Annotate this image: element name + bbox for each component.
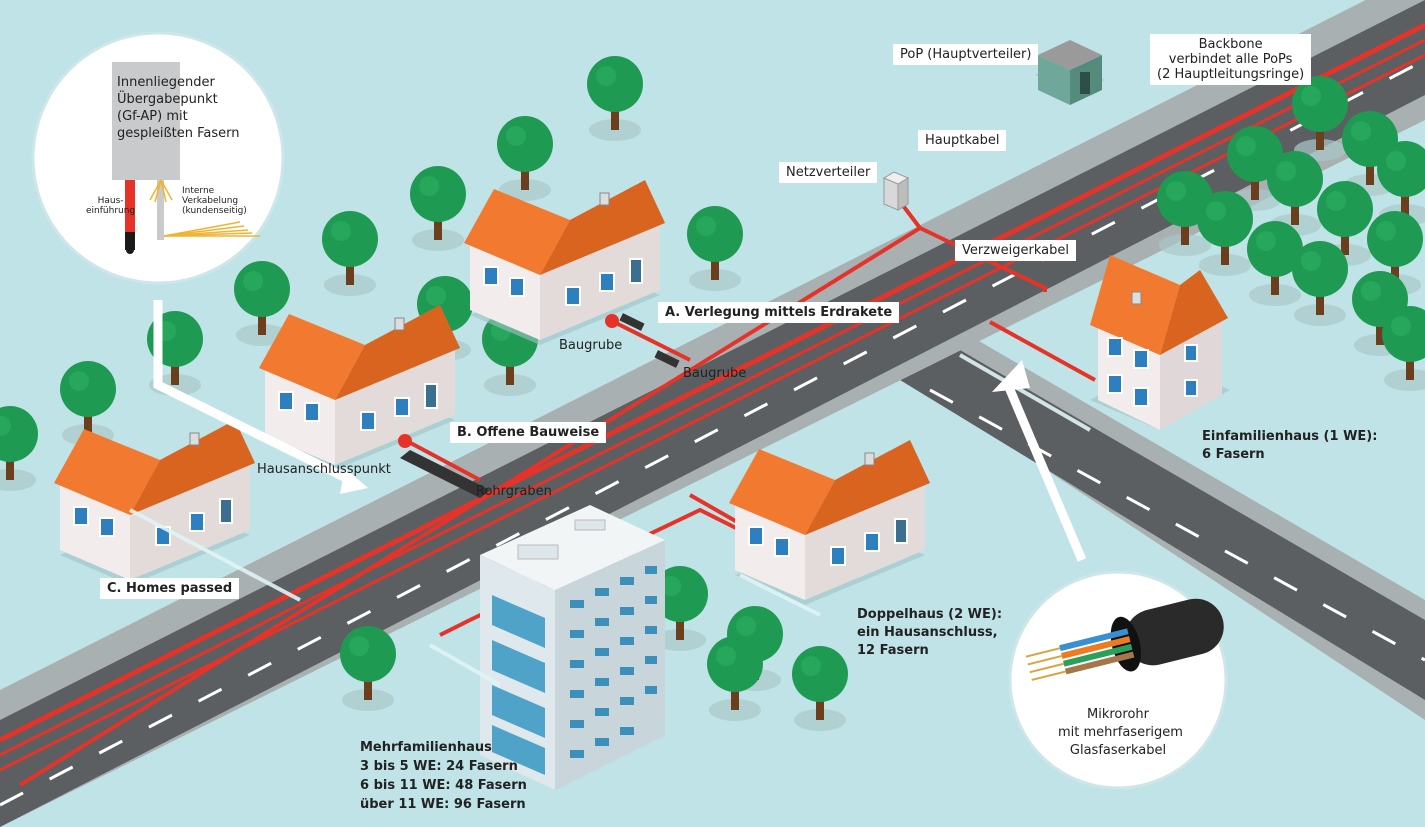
label-hauseinfuehrung-line1: Haus- <box>97 196 124 206</box>
label-uebergabepunkt-line2: Übergabepunkt <box>117 92 218 107</box>
label-rohrgraben: Rohrgraben <box>476 484 552 499</box>
detail-arrow-right <box>992 360 1087 562</box>
tree <box>322 211 378 296</box>
label-mehrfamilienhaus: Mehrfamilienhaus 3 bis 5 WE: 24 Fasern 6… <box>360 738 527 814</box>
label-interne-verkabelung-line2: Verkabelung <box>182 196 239 206</box>
cable-network <box>0 22 1425 787</box>
label-netzverteiler: Netzverteiler <box>779 162 878 183</box>
tree <box>340 626 396 711</box>
tree <box>707 636 763 721</box>
tree <box>1292 76 1348 161</box>
tree <box>1197 191 1253 276</box>
rohrgraben-trench <box>400 450 490 498</box>
mehrfamilienhaus-building <box>480 505 665 790</box>
label-uebergabepunkt-line4: gespleißten Fasern <box>117 126 240 141</box>
label-einfamilienhaus-line1: Einfamilienhaus (1 WE): <box>1202 429 1378 444</box>
label-mikrorohr-line3: Glasfaserkabel <box>1069 743 1167 758</box>
label-hauseinfuehrung: Haus- einführung <box>86 196 135 216</box>
baugrube-pit <box>654 350 680 368</box>
label-hauptkabel: Hauptkabel <box>918 130 1007 151</box>
label-backbone: Backbone verbindet alle PoPs (2 Hauptlei… <box>1150 34 1312 85</box>
label-einfamilienhaus-line2: 6 Fasern <box>1202 447 1265 462</box>
tree <box>0 406 38 491</box>
label-homes-passed: C. Homes passed <box>100 578 240 599</box>
tree <box>587 56 643 141</box>
label-einfamilienhaus: Einfamilienhaus (1 WE): 6 Fasern <box>1202 428 1377 464</box>
label-pop: PoP (Hauptverteiler) <box>893 44 1039 65</box>
connection-point-erdrakete <box>605 314 619 328</box>
tree <box>497 116 553 201</box>
baugrube-pit-2 <box>619 313 645 331</box>
label-offene-bauweise: B. Offene Bauweise <box>450 422 607 443</box>
label-mehrfamilienhaus-line1: Mehrfamilienhaus <box>360 740 492 755</box>
label-mikrorohr-line1: Mikrorohr <box>1087 707 1149 722</box>
netzverteiler-cabinet <box>882 171 910 211</box>
side-lane-markings <box>929 388 1425 662</box>
label-uebergabepunkt: Innenliegender Übergabepunkt (Gf-AP) mit… <box>117 74 240 142</box>
label-mehrfamilienhaus-line4: über 11 WE: 96 Fasern <box>360 797 526 812</box>
label-baugrube-1: Baugrube <box>559 338 623 353</box>
label-mehrfamilienhaus-line3: 6 bis 11 WE: 48 Fasern <box>360 778 527 793</box>
label-hauseinfuehrung-line2: einführung <box>86 206 136 216</box>
label-mikrorohr-line2: mit mehrfaserigem <box>1058 725 1183 740</box>
detail-circle-uebergabepunkt <box>31 31 285 285</box>
label-interne-verkabelung-line1: Interne <box>182 186 215 196</box>
label-baugrube-2: Baugrube <box>683 366 747 381</box>
label-doppelhaus: Doppelhaus (2 WE): ein Hausanschluss, 12… <box>857 606 1002 660</box>
label-backbone-line3: (2 Hauptleitungsringe) <box>1157 67 1305 82</box>
label-backbone-line2: verbindet alle PoPs <box>1168 52 1293 67</box>
tree <box>410 166 466 251</box>
label-hausanschlusspunkt: Hausanschlusspunkt <box>257 462 391 477</box>
tree <box>1382 306 1425 391</box>
label-interne-verkabelung: Interne Verkabelung (kundenseitig) <box>182 186 247 216</box>
label-interne-verkabelung-line3: (kundenseitig) <box>182 206 247 216</box>
detail-arrow-left <box>153 300 368 494</box>
label-mehrfamilienhaus-line2: 3 bis 5 WE: 24 Fasern <box>360 759 518 774</box>
label-verzweigerkabel: Verzweigerkabel <box>955 240 1077 261</box>
label-uebergabepunkt-line3: (Gf-AP) mit <box>117 109 188 124</box>
connection-point-offene-bauweise <box>398 434 412 448</box>
label-backbone-line1: Backbone <box>1198 37 1263 52</box>
label-doppelhaus-line1: Doppelhaus (2 WE): <box>857 607 1003 622</box>
lane-markings <box>0 58 1425 807</box>
property-boundaries <box>129 353 1091 687</box>
tree <box>792 646 848 731</box>
label-mikrorohr: Mikrorohr mit mehrfaserigem Glasfaserkab… <box>1058 706 1183 760</box>
tree <box>1292 241 1348 326</box>
label-doppelhaus-line2: ein Hausanschluss, <box>857 625 998 640</box>
einfamilienhaus-building <box>1090 255 1230 430</box>
label-uebergabepunkt-line1: Innenliegender <box>117 75 215 90</box>
detail-circle-mikrorohr <box>1008 570 1228 790</box>
label-doppelhaus-line3: 12 Fasern <box>857 643 929 658</box>
tree <box>687 206 743 291</box>
label-erdrakete: A. Verlegung mittels Erdrakete <box>658 302 900 323</box>
pop-building <box>1035 40 1105 105</box>
